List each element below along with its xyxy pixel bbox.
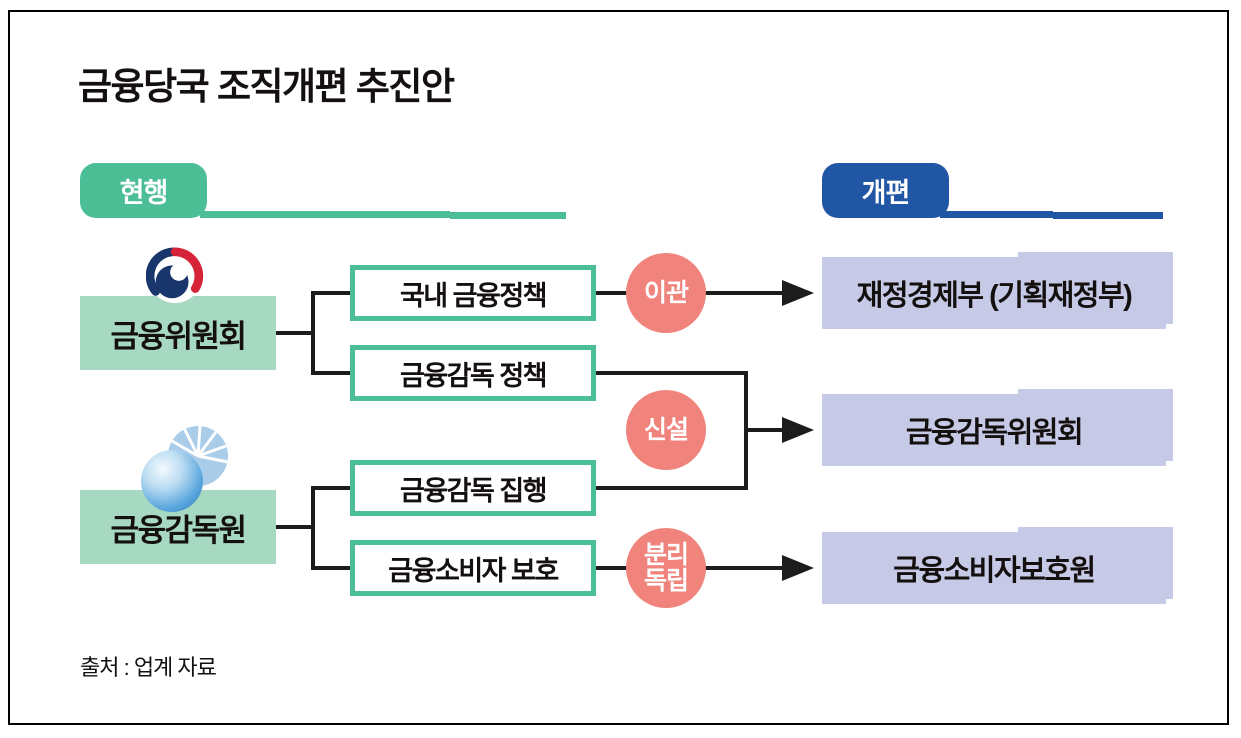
- current-column-header: 현행: [80, 163, 207, 218]
- result-consumer-protection-agency-label: 금융소비자보호원: [893, 555, 1096, 587]
- action-circle-separation: 분리 독립: [626, 528, 706, 608]
- action-separation-label-line2: 독립: [643, 567, 689, 595]
- org-fss-label: 금융감독원: [110, 512, 247, 548]
- result-supervisory-commission-label: 금융감독위원회: [905, 417, 1084, 449]
- page-title: 금융당국 조직개편 추진안: [78, 66, 455, 107]
- reorganized-header-underline-segment: [1053, 212, 1163, 219]
- arrowhead-new: [782, 417, 814, 443]
- korea-government-emblem-icon: [146, 247, 204, 304]
- arrowhead-separation: [782, 555, 814, 581]
- func-box-consumer-protection: 금융소비자 보호: [350, 540, 596, 596]
- fss-globe-icon: [141, 425, 229, 512]
- action-circle-new: 신설: [626, 390, 706, 470]
- result-box-consumer-protection-agency: 금융소비자보호원: [822, 527, 1173, 604]
- action-separation-label-line1: 분리: [643, 540, 689, 569]
- current-column-label: 현행: [119, 178, 169, 208]
- func-supervision-execution-label: 금융감독 집행: [399, 475, 548, 506]
- reorganized-header-underline: [940, 211, 1053, 218]
- arrowhead-transfer: [782, 280, 814, 306]
- func-box-supervision-execution: 금융감독 집행: [350, 460, 596, 516]
- reorganized-column-header: 개편: [822, 163, 949, 218]
- func-consumer-protection-label: 금융소비자 보호: [388, 555, 559, 586]
- source-note: 출처 : 업계 자료: [80, 655, 217, 680]
- action-circle-transfer: 이관: [626, 253, 706, 333]
- func-box-supervision-policy: 금융감독 정책: [350, 345, 596, 401]
- current-header-underline: [200, 211, 450, 218]
- outer-border: [8, 10, 1229, 725]
- func-box-domestic-policy: 국내 금융정책: [350, 265, 596, 321]
- action-transfer-label: 이관: [643, 278, 689, 307]
- func-supervision-policy-label: 금융감독 정책: [399, 360, 548, 391]
- action-new-label: 신설: [643, 415, 689, 444]
- org-box-fss: 금융감독원: [80, 490, 276, 564]
- org-box-fsc: 금융위원회: [80, 296, 276, 370]
- org-fsc-label: 금융위원회: [110, 318, 247, 354]
- func-domestic-policy-label: 국내 금융정책: [399, 280, 548, 311]
- result-box-supervisory-commission: 금융감독위원회: [822, 389, 1173, 466]
- reorganized-column-label: 개편: [861, 178, 911, 208]
- result-box-finance-ministry: 재정경제부 (기획재정부): [822, 252, 1173, 329]
- result-finance-ministry-label: 재정경제부 (기획재정부): [856, 280, 1133, 312]
- current-header-underline-segment: [450, 212, 566, 219]
